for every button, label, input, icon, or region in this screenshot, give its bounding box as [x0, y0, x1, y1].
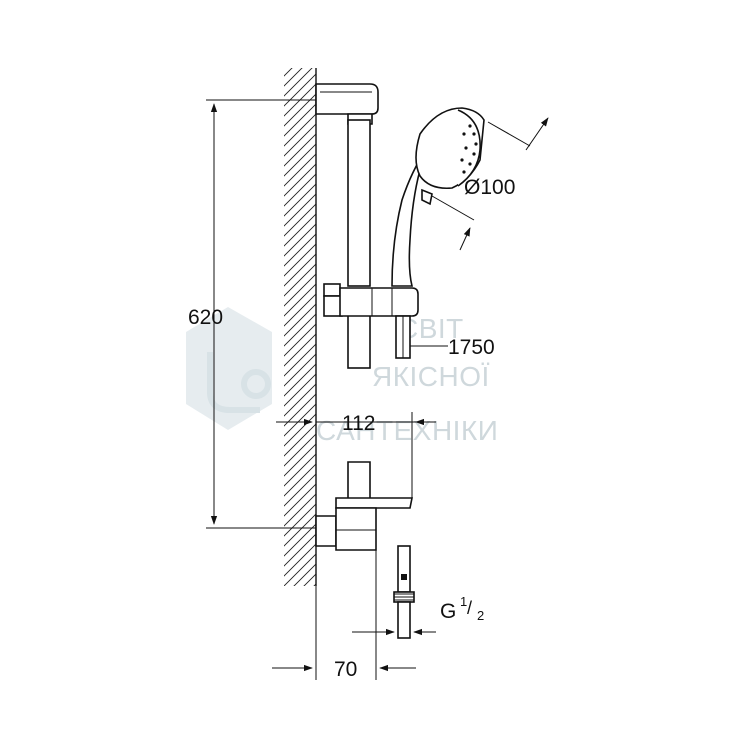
shower-rail: [347, 119, 371, 501]
dimension-thread-num: 1: [460, 594, 467, 609]
hand-shower: [391, 107, 485, 287]
hose: [395, 315, 411, 359]
dimension-hose: 1750: [410, 336, 495, 359]
dimension-thread-den: 2: [477, 608, 484, 623]
watermark-line3: САНТЕХНІКИ: [316, 415, 498, 446]
lower-bracket: [315, 497, 413, 551]
dimension-wall-distance: 70: [272, 550, 416, 681]
dimension-thread-label: G: [440, 600, 456, 623]
spray-nozzles: [460, 124, 478, 174]
dimension-height: 620: [188, 99, 316, 529]
hose-connector: [393, 545, 415, 639]
dimension-diameter: Ø100: [431, 117, 549, 251]
dimension-wall-distance-label: 70: [334, 658, 357, 681]
dimension-thread: G 1 / 2: [352, 594, 484, 636]
watermark: СВІТ ЯКІСНОЇ САНТЕХНІКИ: [186, 307, 498, 446]
svg-text:/: /: [467, 598, 472, 618]
dimension-height-label: 620: [188, 306, 223, 329]
wall: [284, 68, 317, 586]
watermark-line2: ЯКІСНОЇ: [372, 361, 490, 392]
dimension-projection: 112: [276, 412, 436, 500]
dimension-diameter-label: Ø100: [464, 176, 515, 199]
upper-bracket: [315, 83, 379, 125]
slide-holder: [323, 283, 419, 317]
dimension-hose-label: 1750: [448, 336, 495, 359]
dimension-projection-label: 112: [342, 412, 375, 435]
